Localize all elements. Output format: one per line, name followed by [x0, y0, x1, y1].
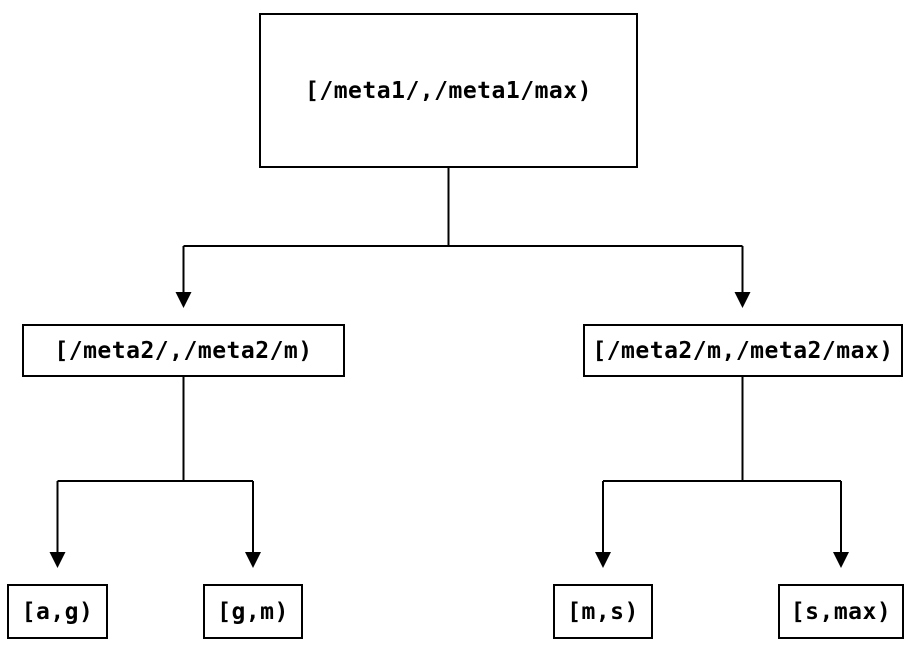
node-right-child-range: [/meta2/m,/meta2/max)	[583, 324, 903, 377]
arrowhead-down-icon	[175, 292, 192, 308]
arrowhead-down-icon	[245, 552, 261, 568]
arrowhead-down-icon	[734, 292, 751, 308]
arrowhead-down-icon	[833, 552, 849, 568]
node-root-range: [/meta1/,/meta1/max)	[259, 13, 638, 168]
node-left-child-range: [/meta2/,/meta2/m)	[22, 324, 345, 377]
node-leaf-range-3: [m,s)	[553, 584, 653, 639]
arrowhead-down-icon	[49, 552, 66, 568]
node-leaf-range-1: [a,g)	[7, 584, 108, 639]
node-leaf-range-2: [g,m)	[203, 584, 303, 639]
arrowhead-down-icon	[595, 552, 611, 568]
node-leaf-range-4: [s,max)	[778, 584, 904, 639]
